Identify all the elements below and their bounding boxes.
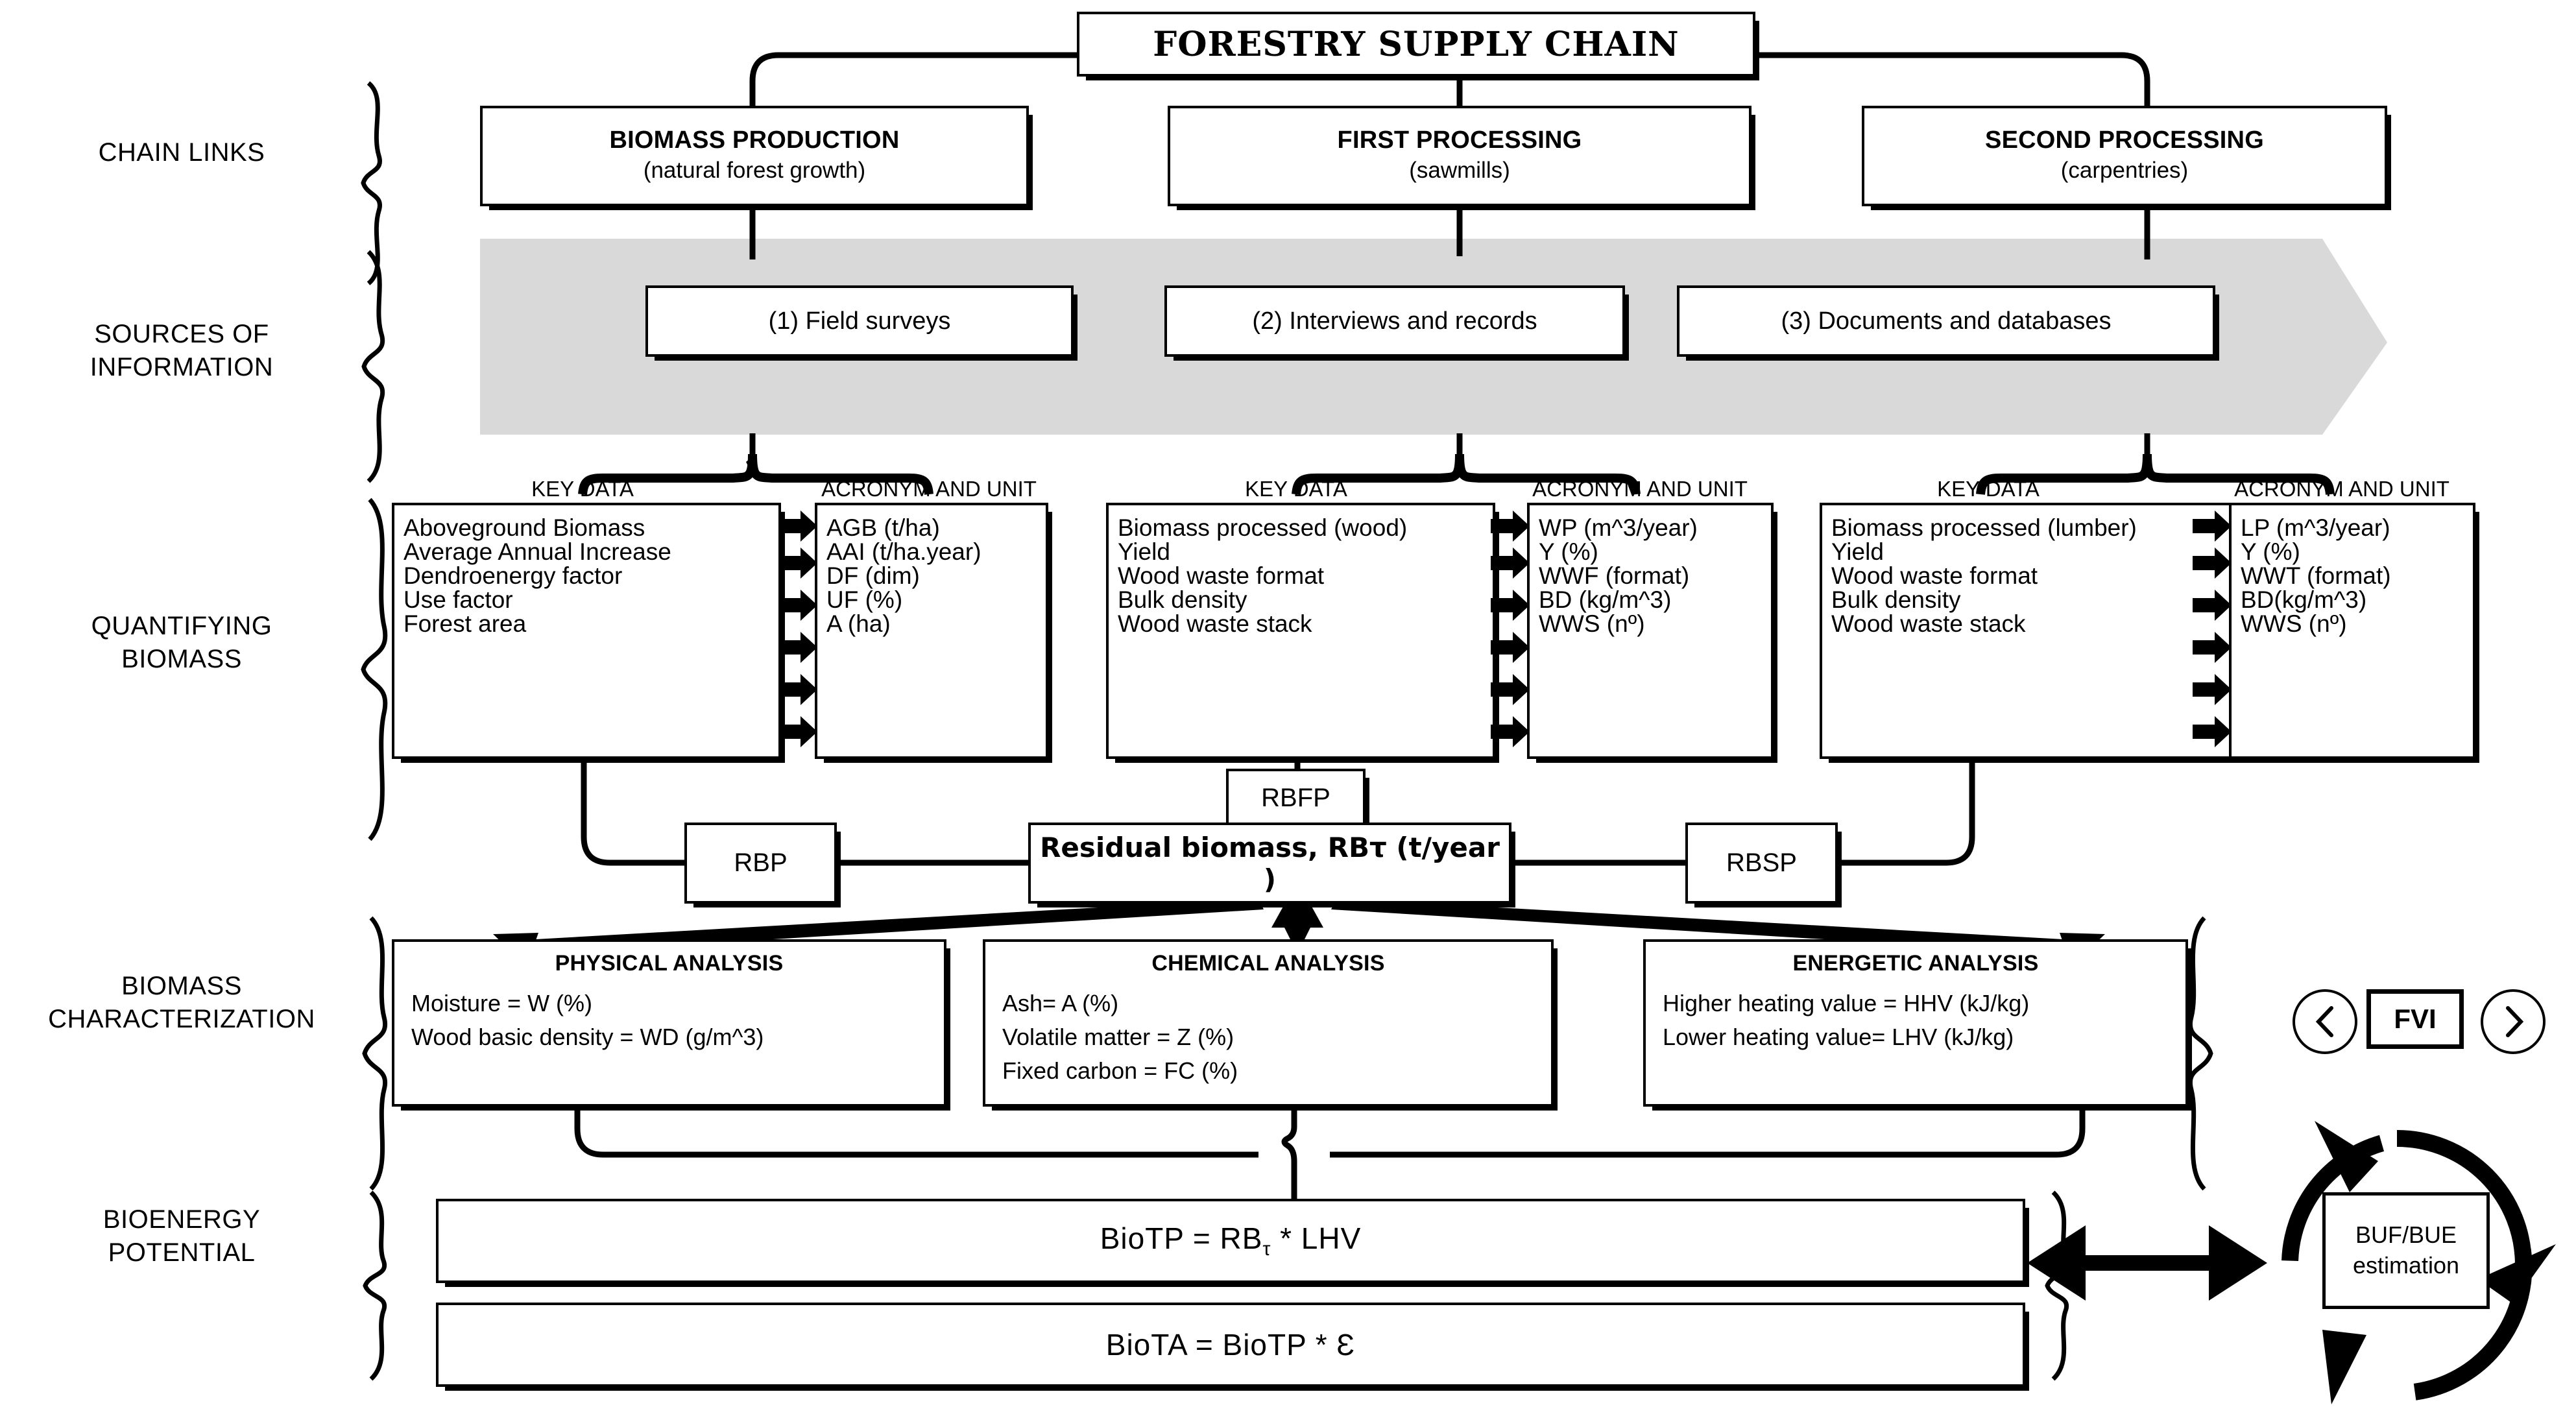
bufbue-line2: estimation [2352, 1252, 2460, 1279]
analysis-line: Fixed carbon = FC (%) [1002, 1057, 1238, 1085]
biotp-formula-box[interactable]: BioTP = RBτ * LHV [436, 1199, 2025, 1283]
rbp-label: RBP [734, 848, 788, 877]
physical-analysis-box[interactable]: PHYSICAL ANALYSIS Moisture = W (%) Wood … [392, 939, 946, 1107]
key-data-row: Wood waste format [1831, 562, 2038, 589]
key-data-row: Aboveground Biomass [403, 514, 645, 541]
chain-link-subtitle: (sawmills) [1409, 157, 1510, 183]
acronym-row: WWF (format) [1539, 562, 1690, 589]
column-header-key-data: KEY DATA [1245, 477, 1347, 501]
source-label: (1) Field surveys [768, 307, 951, 335]
source-label: (3) Documents and databases [1781, 307, 2112, 335]
acronym-box-first-processing[interactable]: WP (m^3/year) Y (%) WWF (format) BD (kg/… [1527, 503, 1774, 759]
chevron-left-icon [2315, 1006, 2333, 1037]
chain-link-title: BIOMASS PRODUCTION [609, 126, 900, 154]
source-documents-databases[interactable]: (3) Documents and databases [1677, 285, 2215, 357]
acronym-row: UF (%) [826, 586, 903, 613]
key-data-row: Dendroenergy factor [403, 562, 623, 589]
energetic-analysis-box[interactable]: ENERGETIC ANALYSIS Higher heating value … [1643, 939, 2188, 1107]
source-field-surveys[interactable]: (1) Field surveys [645, 285, 1074, 357]
biotp-formula: BioTP = RBτ * LHV [1100, 1221, 1362, 1260]
chain-link-first-processing[interactable]: FIRST PROCESSING (sawmills) [1168, 106, 1751, 206]
chain-link-subtitle: (carpentries) [2060, 157, 2189, 183]
acronym-row: WWS (nº) [2241, 610, 2347, 637]
rbfp-label: RBFP [1261, 783, 1330, 812]
chain-link-title: SECOND PROCESSING [1985, 126, 2264, 154]
biota-formula: BioTA = BioTP * Ɛ [1105, 1328, 1356, 1362]
key-data-row: Bulk density [1118, 586, 1247, 613]
acronym-row: WP (m^3/year) [1539, 514, 1698, 541]
rbp-box[interactable]: RBP [684, 823, 837, 904]
page-title: FORESTRY SUPPLY CHAIN [1153, 24, 1679, 64]
key-data-row: Yield [1118, 538, 1170, 565]
analysis-line: Lower heating value= LHV (kJ/kg) [1663, 1024, 2014, 1051]
analysis-line: Moisture = W (%) [411, 990, 593, 1016]
rbsp-box[interactable]: RBSP [1685, 823, 1838, 904]
analysis-line: Wood basic density = WD (g/m^3) [411, 1024, 764, 1051]
key-data-row: Bulk density [1831, 586, 1961, 613]
column-header-key-data: KEY DATA [1937, 477, 2040, 501]
key-data-row: Average Annual Increase [403, 538, 671, 565]
key-data-row: Forest area [403, 610, 527, 637]
chain-link-title: FIRST PROCESSING [1337, 126, 1582, 154]
chain-link-second-processing[interactable]: SECOND PROCESSING (carpentries) [1862, 106, 2387, 206]
fvi-label: FVI [2394, 1003, 2437, 1034]
column-header-acronym-unit: ACRONYM AND UNIT [2234, 477, 2450, 501]
source-interviews-records[interactable]: (2) Interviews and records [1164, 285, 1625, 357]
column-header-acronym-unit: ACRONYM AND UNIT [821, 477, 1037, 501]
key-data-row: Wood waste format [1118, 562, 1325, 589]
analysis-line: Higher heating value = HHV (kJ/kg) [1663, 990, 2030, 1016]
key-data-row: Use factor [403, 586, 513, 613]
acronym-row: DF (dim) [826, 562, 920, 589]
fvi-prev-button[interactable] [2293, 989, 2357, 1054]
acronym-row: WWS (nº) [1539, 610, 1645, 637]
column-header-acronym-unit: ACRONYM AND UNIT [1532, 477, 1748, 501]
fvi-next-button[interactable] [2481, 989, 2546, 1054]
bufbue-line1: BUF/BUE [2355, 1221, 2457, 1249]
cycle-arrows-icon [2281, 1121, 2556, 1404]
analysis-line: Ash= A (%) [1002, 990, 1119, 1016]
source-label: (2) Interviews and records [1252, 307, 1537, 335]
analysis-line: Volatile matter = Z (%) [1002, 1024, 1234, 1051]
acronym-row: AGB (t/ha) [826, 514, 940, 541]
fvi-box[interactable]: FVI [2366, 989, 2464, 1049]
biota-formula-box[interactable]: BioTA = BioTP * Ɛ [436, 1303, 2025, 1387]
acronym-row: BD (kg/m^3) [1539, 586, 1672, 613]
residual-biomass-label: Residual biomass, RBτ (t/year ) [1040, 831, 1500, 895]
section-label-chain-links: CHAIN LINKS [98, 138, 265, 167]
key-data-row: Yield [1831, 538, 1884, 565]
acronym-row: Y (%) [2241, 538, 2300, 565]
acronym-box-production[interactable]: AGB (t/ha) AAI (t/ha.year) DF (dim) UF (… [815, 503, 1048, 759]
key-data-row: Wood waste stack [1831, 610, 2026, 637]
chain-link-biomass-production[interactable]: BIOMASS PRODUCTION (natural forest growt… [480, 106, 1029, 206]
acronym-row: WWT (format) [2241, 562, 2391, 589]
acronym-row: A (ha) [826, 610, 891, 637]
title-box: FORESTRY SUPPLY CHAIN [1077, 12, 1755, 77]
key-data-box-first-processing[interactable]: Biomass processed (wood) Yield Wood wast… [1106, 503, 1495, 759]
analysis-title: ENERGETIC ANALYSIS [1792, 951, 2039, 976]
analysis-title: PHYSICAL ANALYSIS [555, 951, 784, 976]
acronym-row: BD(kg/m^3) [2241, 586, 2367, 613]
analysis-title: CHEMICAL ANALYSIS [1151, 951, 1385, 976]
key-data-row: Biomass processed (lumber) [1831, 514, 2137, 541]
bufbue-estimation-box[interactable]: BUF/BUE estimation [2322, 1192, 2490, 1309]
rbfp-box[interactable]: RBFP [1226, 769, 1366, 827]
acronym-row: AAI (t/ha.year) [826, 538, 981, 565]
key-data-box-second-processing[interactable]: Biomass processed (lumber) Yield Wood wa… [1820, 503, 2235, 759]
chain-link-subtitle: (natural forest growth) [643, 157, 866, 183]
chevron-right-icon [2506, 1006, 2524, 1037]
column-header-key-data: KEY DATA [531, 477, 634, 501]
rbsp-label: RBSP [1726, 848, 1797, 877]
acronym-box-second-processing[interactable]: LP (m^3/year) Y (%) WWT (format) BD(kg/m… [2229, 503, 2475, 759]
acronym-row: LP (m^3/year) [2241, 514, 2390, 541]
acronym-row: Y (%) [1539, 538, 1598, 565]
key-data-row: Biomass processed (wood) [1118, 514, 1408, 541]
key-data-box-production[interactable]: Aboveground Biomass Average Annual Incre… [392, 503, 781, 759]
chemical-analysis-box[interactable]: CHEMICAL ANALYSIS Ash= A (%) Volatile ma… [983, 939, 1554, 1107]
residual-biomass-box[interactable]: Residual biomass, RBτ (t/year ) [1028, 823, 1511, 904]
key-data-row: Wood waste stack [1118, 610, 1312, 637]
